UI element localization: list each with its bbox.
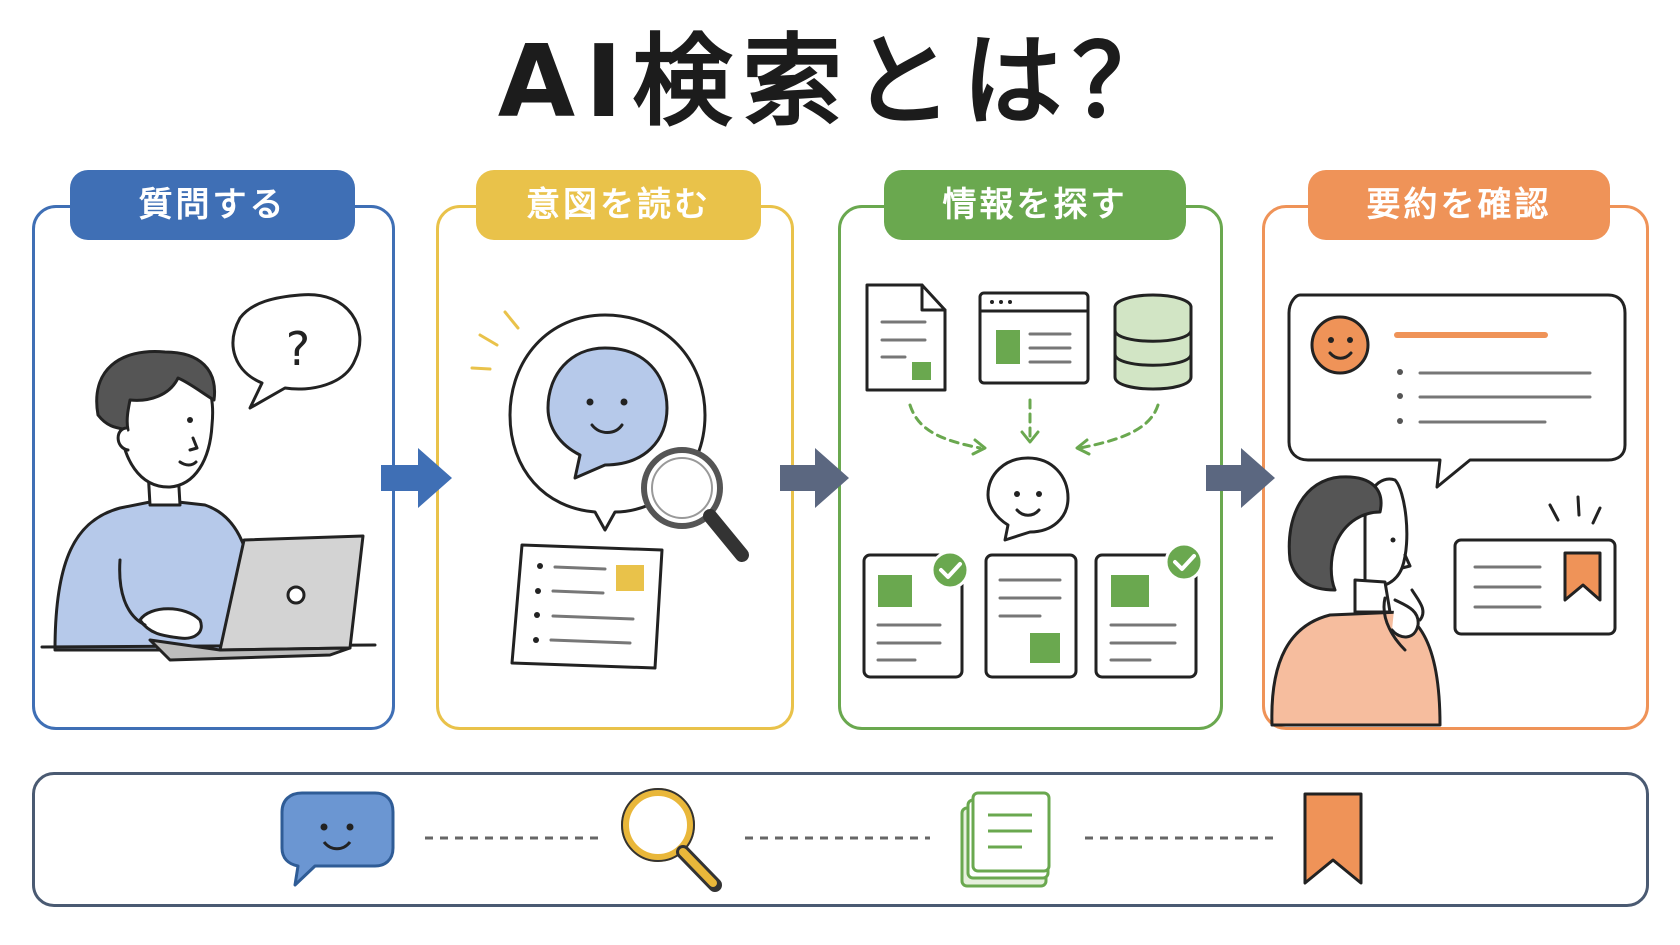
information-search-illustration xyxy=(862,283,1204,679)
documents-icon xyxy=(960,791,1051,888)
chat-bubble-icon xyxy=(280,791,395,887)
bookmark-icon xyxy=(1303,792,1363,885)
flow-arrows xyxy=(381,448,1275,508)
arrow-icon xyxy=(381,448,452,508)
arrow-icon xyxy=(780,448,849,508)
step-label-summary: 要約を確認 xyxy=(1308,170,1610,240)
summary-review-illustration xyxy=(1270,293,1627,727)
step-label-ask: 質問する xyxy=(70,170,355,240)
person-at-laptop-illustration xyxy=(40,293,377,662)
question-mark-text: ? xyxy=(286,322,310,376)
magnifier-icon xyxy=(621,788,722,892)
page-title: AI検索とは？ xyxy=(497,23,1183,140)
step-label-intent: 意図を読む xyxy=(476,170,761,240)
arrow-icon xyxy=(1206,448,1275,508)
step-label-search: 情報を探す xyxy=(884,170,1186,240)
intent-analysis-illustration xyxy=(470,310,749,670)
